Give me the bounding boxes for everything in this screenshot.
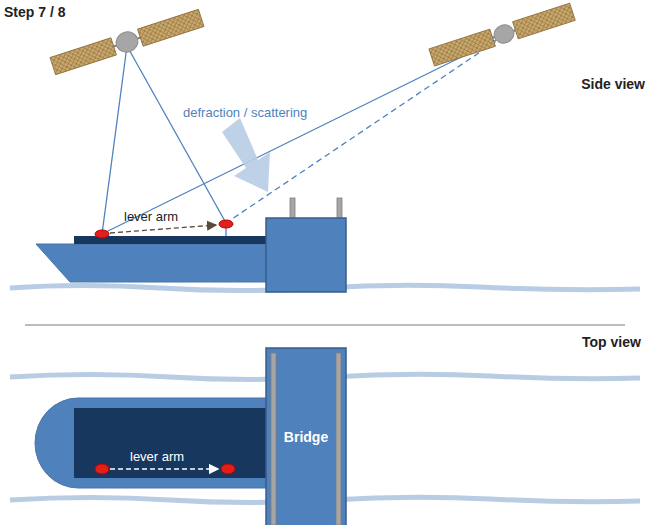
antenna	[95, 230, 109, 238]
lever-arm-label: lever arm	[124, 209, 178, 224]
view-title: Top view	[582, 334, 641, 350]
view-title: Side view	[581, 76, 645, 92]
signal-lines	[102, 36, 504, 244]
antenna	[221, 464, 235, 474]
lever-arm-label: lever arm	[130, 449, 184, 464]
bridge-label: Bridge	[284, 429, 328, 445]
antenna	[95, 464, 109, 474]
ship-hull	[36, 244, 268, 282]
satellite	[429, 3, 575, 66]
ship-deck-top	[74, 408, 268, 478]
step-title: Step 7 / 8	[4, 4, 65, 20]
bridge-box: Bridge	[277, 348, 335, 525]
effect-label: defraction / scattering	[183, 105, 307, 120]
bridge-side	[266, 218, 346, 292]
scatter-arrow	[222, 118, 270, 192]
satellite	[50, 8, 205, 75]
antenna	[219, 220, 233, 228]
ship-hull-top	[35, 398, 268, 488]
bridge-top	[266, 348, 346, 525]
